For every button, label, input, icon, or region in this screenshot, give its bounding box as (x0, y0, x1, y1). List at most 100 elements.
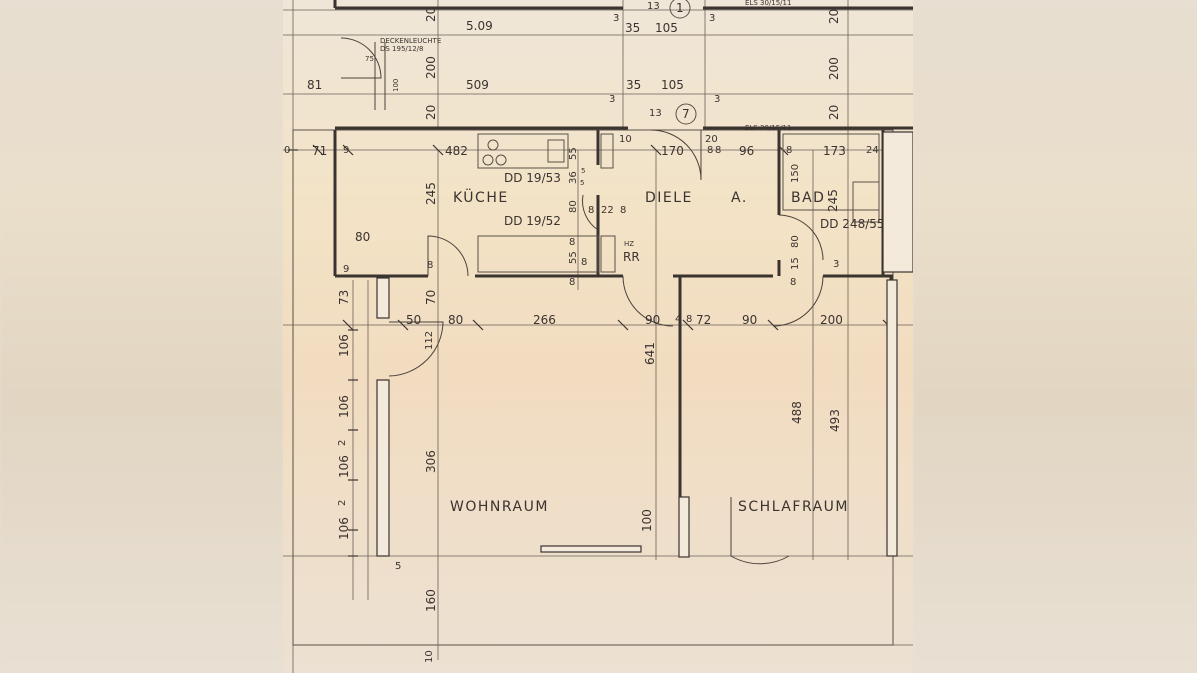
dim-10: 10 (619, 134, 632, 145)
dim-90-b: 90 (742, 313, 758, 327)
dim-8-j: 8 (427, 260, 434, 271)
dim-3-c: 3 (609, 94, 616, 105)
dim-8-f: 8 (569, 237, 576, 248)
dim-8-a: 8 (707, 145, 714, 156)
hz-label: HZ (624, 240, 635, 248)
dim-509-top: 5.09 (466, 19, 493, 33)
dim-75: 75 (365, 55, 374, 63)
dim-10-b: 10 (424, 650, 435, 663)
els-top-label: ELS 30/15/11 (745, 0, 792, 7)
marker-7-circle (675, 103, 697, 125)
dim-5-c: 5 (395, 561, 402, 572)
dim-200-b: 200 (827, 57, 841, 80)
dd-24855-label: DD 248/55 (820, 217, 885, 231)
dim-105-top: 105 (655, 21, 678, 35)
dim-20-d: 20 (827, 104, 841, 120)
dim-8-g: 8 (581, 257, 588, 268)
dim-2-a: 2 (337, 439, 348, 446)
dim-105-mid: 105 (661, 78, 684, 92)
bathroom-fixtures (782, 133, 880, 223)
dim-73: 73 (337, 289, 351, 305)
floor-plan-drawing (283, 0, 913, 673)
dim-90-a: 90 (645, 313, 661, 327)
dim-20-b: 20 (424, 104, 438, 120)
dim-80-a: 80 (568, 200, 579, 213)
dim-55-a: 55 (568, 147, 579, 160)
dim-71: 71 (312, 144, 328, 158)
marker-1-label: 1 (676, 1, 684, 15)
dim-200-a: 200 (424, 56, 438, 79)
dd-1953-label: DD 19/53 (504, 171, 561, 185)
dim-8-k: 8 (686, 314, 693, 325)
dim-150: 150 (790, 163, 801, 183)
dim-3-e: 3 (833, 259, 840, 270)
dim-8-i: 8 (790, 277, 797, 288)
dim-55-b: 55 (568, 251, 579, 264)
dim-50: 50 (406, 313, 422, 327)
right-blurred-background (913, 0, 1197, 673)
dim-9-a: 9 (343, 145, 350, 156)
dim-160: 160 (424, 589, 438, 612)
dim-15: 15 (790, 257, 801, 270)
floor-plan-sheet: .t { position:absolute; color:#3a3330; f… (283, 0, 913, 673)
dim-2-b: 2 (337, 499, 348, 506)
dim-8-d: 8 (588, 205, 595, 216)
dim-8-c: 8 (786, 145, 793, 156)
room-label-wohnraum: WOHNRAUM (450, 499, 549, 515)
deckenleuchte-label: DECKENLEUCHTE (380, 37, 442, 45)
left-blurred-background (0, 0, 283, 673)
dim-70: 70 (424, 289, 438, 305)
dim-8-b: 8 (715, 145, 722, 156)
dim-35-top: 35 (625, 21, 641, 35)
rr-label: RR (623, 250, 640, 264)
dim-493: 493 (828, 409, 842, 432)
dim-106-b: 106 (337, 395, 351, 418)
dim-106-a: 106 (337, 334, 351, 357)
dim-9-b: 9 (343, 264, 350, 275)
dim-3-a: 3 (613, 13, 620, 24)
dim-36: 36 (568, 171, 579, 184)
dd-1952-label: DD 19/52 (504, 214, 561, 228)
dim-80-c: 80 (448, 313, 464, 327)
dim-13-a: 13 (647, 1, 660, 12)
dim-20-a: 20 (424, 6, 438, 22)
ds-code-label: DS 195/12/8 (380, 45, 424, 53)
dim-100-b: 100 (640, 509, 654, 532)
dim-112: 112 (424, 330, 435, 350)
dim-22: 22 (601, 205, 614, 216)
dim-13-b: 13 (649, 108, 662, 119)
dim-3-d: 3 (714, 94, 721, 105)
dim-482: 482 (445, 144, 468, 158)
doors (340, 37, 824, 565)
dim-96: 96 (739, 144, 755, 158)
dim-20-e: 20 (705, 134, 718, 145)
dim-245-b: 245 (826, 189, 840, 212)
dim-35-mid: 35 (626, 78, 642, 92)
dim-0: 0 (284, 145, 291, 156)
plan-labels: .t { position:absolute; color:#3a3330; f… (283, 0, 913, 673)
dim-245-a: 245 (424, 182, 438, 205)
kitchen-counter (477, 133, 616, 273)
els-mid-label: ELS 30/15/11 (745, 124, 792, 132)
dim-20-c: 20 (827, 8, 841, 24)
dim-80-b: 80 (790, 235, 801, 248)
dim-106-d: 106 (337, 517, 351, 540)
dim-173: 173 (823, 144, 846, 158)
room-label-kueche: KÜCHE (453, 190, 509, 206)
dim-24: 24 (866, 145, 879, 156)
dim-8-h: 8 (569, 277, 576, 288)
dim-266: 266 (533, 313, 556, 327)
dim-81: 81 (307, 78, 323, 92)
room-label-bad: BAD (791, 190, 826, 206)
dim-5-b: 5 (580, 179, 585, 187)
dim-80-c-upper: 80 (355, 230, 371, 244)
room-label-diele-a: A. (731, 190, 748, 206)
room-label-schlafraum: SCHLAFRAUM (738, 499, 850, 515)
marker-1-circle (669, 0, 691, 19)
dim-100-a: 100 (392, 78, 400, 92)
dim-509-mid: 509 (466, 78, 489, 92)
dim-106-c: 106 (337, 455, 351, 478)
dim-5: 5 (581, 167, 586, 175)
dim-170: 170 (661, 144, 684, 158)
dim-306: 306 (424, 450, 438, 473)
